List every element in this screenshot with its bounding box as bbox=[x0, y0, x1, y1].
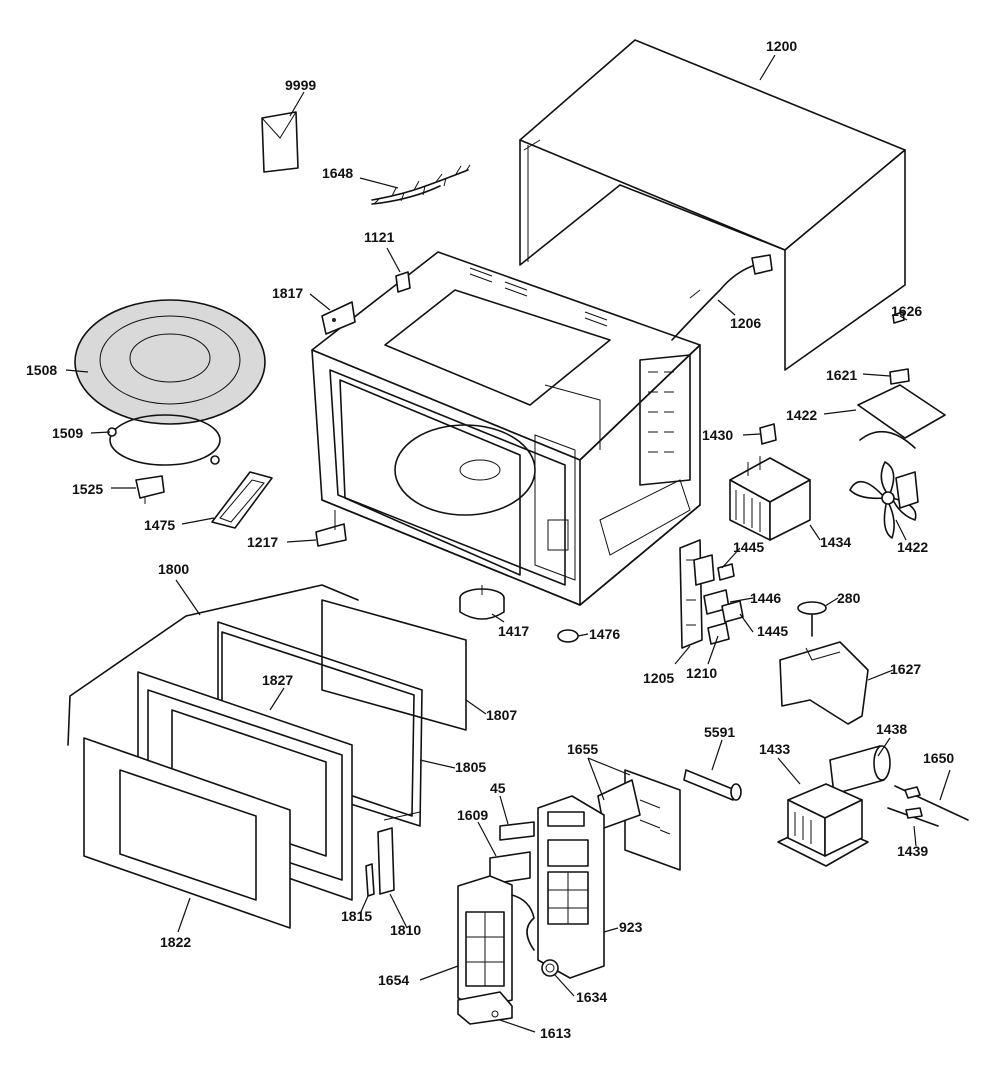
label-1121: 1121 bbox=[364, 229, 395, 245]
coupler-1525 bbox=[135, 475, 165, 504]
label-1800: 1800 bbox=[158, 561, 189, 577]
capacitor-1438 bbox=[829, 745, 891, 795]
label-1446: 1446 bbox=[750, 590, 781, 606]
label-1445-bottom: 1445 bbox=[757, 623, 788, 639]
label-9999: 9999 bbox=[285, 77, 316, 93]
label-1422-bracket: 1422 bbox=[786, 407, 817, 423]
label-1475: 1475 bbox=[144, 517, 175, 533]
label-1648: 1648 bbox=[322, 165, 353, 181]
label-1613: 1613 bbox=[540, 1025, 571, 1041]
label-1627: 1627 bbox=[890, 661, 921, 677]
label-1439: 1439 bbox=[897, 843, 928, 859]
diode-1650 bbox=[894, 785, 969, 821]
label-1827: 1827 bbox=[262, 672, 293, 688]
label-1525: 1525 bbox=[72, 481, 103, 497]
label-1654: 1654 bbox=[378, 972, 409, 988]
sensor-1430 bbox=[759, 423, 777, 445]
control-board-1655 bbox=[597, 769, 681, 871]
thermostat-280 bbox=[797, 601, 827, 637]
label-1200: 1200 bbox=[766, 38, 797, 54]
leader-lines bbox=[65, 54, 951, 1033]
label-1476: 1476 bbox=[589, 626, 620, 642]
label-1508: 1508 bbox=[26, 362, 57, 378]
magnetron-1434 bbox=[729, 456, 811, 541]
label-923: 923 bbox=[619, 919, 643, 935]
label-1438: 1438 bbox=[876, 721, 907, 737]
label-1626: 1626 bbox=[891, 303, 922, 319]
knob-1634 bbox=[541, 959, 559, 977]
label-1205: 1205 bbox=[643, 670, 674, 686]
label-1817: 1817 bbox=[272, 285, 303, 301]
interlock-switches bbox=[703, 563, 744, 645]
label-1655: 1655 bbox=[567, 741, 598, 757]
display-window-45 bbox=[499, 821, 535, 841]
door-assembly-1800 bbox=[67, 584, 467, 929]
label-1810: 1810 bbox=[390, 922, 421, 938]
bracket-1613 bbox=[457, 991, 513, 1025]
outer-case-1200 bbox=[519, 39, 906, 371]
label-1422-fan: 1422 bbox=[897, 539, 928, 555]
label-1430: 1430 bbox=[702, 427, 733, 443]
air-duct-1627 bbox=[779, 641, 869, 725]
label-1621: 1621 bbox=[826, 367, 857, 383]
label-1417: 1417 bbox=[498, 623, 529, 639]
control-panel-923 bbox=[537, 795, 605, 979]
fan-bracket-1422 bbox=[857, 311, 946, 449]
document-bag-9999 bbox=[261, 111, 299, 173]
power-cord-1206 bbox=[671, 254, 773, 341]
keypad-membrane-1654 bbox=[457, 875, 535, 1009]
light-cover-1475 bbox=[211, 471, 273, 529]
label-1650: 1650 bbox=[923, 750, 954, 766]
label-1445-top: 1445 bbox=[733, 539, 764, 555]
oven-cavity bbox=[311, 251, 701, 606]
foot-1476 bbox=[557, 629, 579, 643]
label-1634: 1634 bbox=[576, 989, 607, 1005]
label-1609: 1609 bbox=[457, 807, 488, 823]
label-1206: 1206 bbox=[730, 315, 761, 331]
clip-1121 bbox=[395, 271, 411, 293]
latch-1817 bbox=[321, 301, 356, 335]
fan-blade-1422 bbox=[849, 461, 919, 539]
label-1807: 1807 bbox=[486, 707, 517, 723]
fuse-1439 bbox=[887, 807, 939, 827]
label-45: 45 bbox=[490, 780, 506, 796]
part-labels: 9999 1200 1648 1121 1817 1206 1626 1508 … bbox=[26, 38, 954, 1041]
label-1217: 1217 bbox=[247, 534, 278, 550]
label-1805: 1805 bbox=[455, 759, 486, 775]
switch-bracket-1205 bbox=[679, 539, 715, 649]
label-1434: 1434 bbox=[820, 534, 851, 550]
hook-1217 bbox=[315, 510, 347, 547]
label-1509: 1509 bbox=[52, 425, 83, 441]
transformer-1433 bbox=[777, 783, 869, 867]
label-1822: 1822 bbox=[160, 934, 191, 950]
label-1210: 1210 bbox=[686, 665, 717, 681]
label-1815: 1815 bbox=[341, 908, 372, 924]
glass-tray-1508 bbox=[74, 299, 266, 425]
part-5591 bbox=[683, 769, 742, 801]
wire-harness-1648 bbox=[371, 164, 471, 205]
label-1433: 1433 bbox=[759, 741, 790, 757]
label-5591: 5591 bbox=[704, 724, 735, 740]
turntable-motor-1417 bbox=[459, 585, 505, 620]
label-280: 280 bbox=[837, 590, 861, 606]
